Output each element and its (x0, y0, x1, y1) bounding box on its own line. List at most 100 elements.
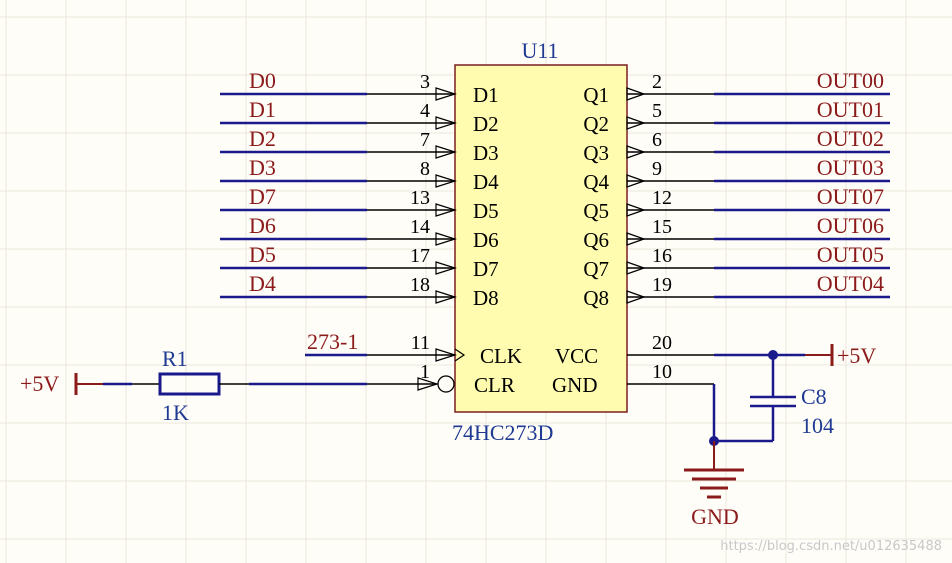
pin-number: 19 (652, 274, 672, 296)
pin-name: Q2 (583, 112, 609, 136)
clk-pin-number: 11 (411, 332, 430, 354)
net-label: D6 (249, 213, 276, 238)
ground-label: GND (691, 504, 739, 529)
net-label: D7 (249, 184, 276, 209)
pin-number: 4 (420, 100, 430, 122)
pin-number: 5 (652, 100, 662, 122)
pin-number: 3 (420, 71, 430, 93)
pin-arrow (626, 174, 646, 188)
capacitor-value: 104 (801, 413, 834, 438)
output-pin-q2[interactable]: 5Q2 OUT01 (583, 97, 890, 136)
clk-pin-arrow (435, 348, 457, 362)
net-label: OUT04 (817, 271, 884, 296)
resistor-value: 1K (162, 400, 189, 425)
gnd-pin-number: 10 (652, 361, 672, 383)
pin-name: Q1 (583, 83, 609, 107)
clr-pin-arrow (417, 377, 439, 391)
pin-arrow (435, 261, 457, 275)
resistor-r1[interactable] (158, 372, 221, 396)
pin-arrow (435, 116, 457, 130)
watermark: https://blog.csdn.net/u012635488 (720, 539, 942, 554)
pin-arrow (435, 232, 457, 246)
pin-name: D7 (473, 257, 499, 281)
pin-number: 17 (410, 245, 430, 267)
pin-arrow (626, 261, 646, 275)
pin-number: 9 (652, 158, 662, 180)
chip-designator: U11 (521, 38, 558, 63)
left-power-port[interactable]: +5V (20, 371, 103, 396)
left-power-label: +5V (20, 371, 59, 396)
pin-arrow (435, 203, 457, 217)
net-label: D4 (249, 271, 276, 296)
clr-pin[interactable]: 1 CLR (367, 361, 515, 397)
pin-arrow (626, 203, 646, 217)
pin-number: 8 (420, 158, 430, 180)
net-label: OUT01 (817, 97, 884, 122)
pin-arrow (435, 145, 457, 159)
pin-name: Q7 (583, 257, 609, 281)
net-label: D2 (249, 126, 276, 151)
right-power-label: +5V (837, 343, 876, 368)
net-label: D3 (249, 155, 276, 180)
pin-arrow (435, 290, 457, 304)
clk-pin[interactable]: 11 CLK 273-1 (305, 329, 522, 368)
net-label: D1 (249, 97, 276, 122)
clr-inversion-bubble (437, 375, 455, 393)
pin-arrow (626, 145, 646, 159)
clk-pin-name: CLK (480, 344, 522, 368)
clr-pin-name: CLR (474, 373, 515, 397)
right-power-port[interactable]: +5V (805, 343, 876, 368)
pin-name: D1 (473, 83, 499, 107)
pin-number: 12 (652, 187, 672, 209)
clk-net-label: 273-1 (307, 329, 358, 354)
pin-name: Q8 (583, 286, 609, 310)
pin-arrow (435, 87, 457, 101)
pin-name: D8 (473, 286, 499, 310)
net-label: D5 (249, 242, 276, 267)
chip-body[interactable] (454, 64, 628, 413)
gnd-pin[interactable]: 10 GND (552, 361, 714, 397)
pin-name: D5 (473, 199, 499, 223)
pin-number: 14 (410, 216, 430, 238)
chip-part-number: 74HC273D (452, 420, 553, 445)
gnd-pin-name: GND (552, 373, 598, 397)
pin-arrow (626, 116, 646, 130)
net-label: OUT06 (817, 213, 884, 238)
pin-name: D4 (473, 170, 499, 194)
net-label: OUT05 (817, 242, 884, 267)
pin-name: Q6 (583, 228, 609, 252)
capacitor-designator: C8 (801, 384, 827, 409)
clr-pin-number: 1 (420, 361, 430, 383)
pin-arrow (435, 174, 457, 188)
vcc-pin-name: VCC (555, 344, 598, 368)
net-label: OUT03 (817, 155, 884, 180)
pin-number: 6 (652, 129, 662, 151)
resistor-designator: R1 (162, 346, 188, 371)
net-label: OUT02 (817, 126, 884, 151)
pin-number: 15 (652, 216, 672, 238)
vcc-pin[interactable]: 20 VCC (555, 332, 714, 368)
clk-edge-symbol (454, 348, 466, 362)
input-pin-d4[interactable]: 8D4 D3 (220, 155, 499, 194)
pin-number: 18 (410, 274, 430, 296)
pin-arrow (626, 232, 646, 246)
ground-symbol[interactable]: GND (684, 441, 744, 529)
pin-arrow (626, 290, 646, 304)
net-label: OUT07 (817, 184, 884, 209)
